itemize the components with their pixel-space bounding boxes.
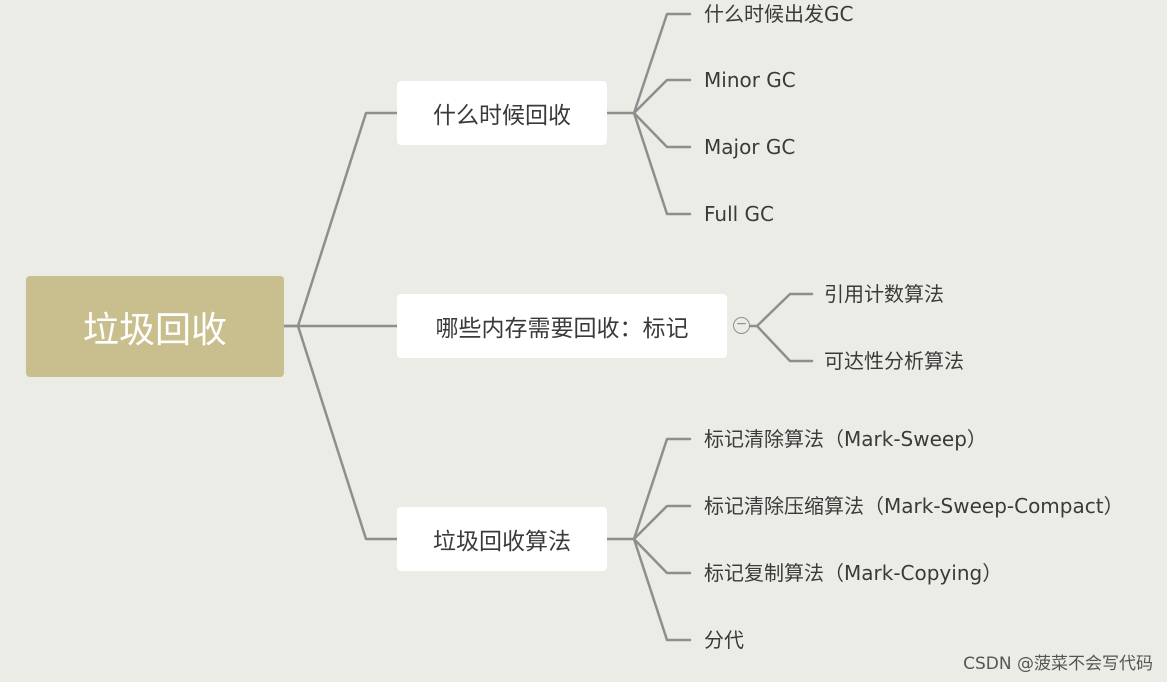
connector-b3-leaf-1 bbox=[605, 437, 692, 541]
leaf-node[interactable]: 标记清除压缩算法（Mark-Sweep-Compact） bbox=[704, 494, 1124, 518]
leaf-node[interactable]: 分代 bbox=[704, 628, 744, 652]
connector-root-branch-3 bbox=[296, 324, 399, 541]
connector-b1-leaf-1 bbox=[605, 12, 692, 115]
collapse-toggle-icon[interactable]: − bbox=[733, 317, 750, 334]
branch-node-what-to-collect[interactable]: 哪些内存需要回收：标记 bbox=[397, 294, 727, 358]
connector-b2-leaf-2 bbox=[755, 324, 814, 363]
watermark-text: CSDN @菠菜不会写代码 bbox=[963, 654, 1153, 674]
connector-b1-leaf-3 bbox=[632, 111, 692, 149]
leaf-node[interactable]: Major GC bbox=[704, 135, 796, 159]
leaf-node[interactable]: 标记复制算法（Mark-Copying） bbox=[704, 561, 1003, 585]
connector-b3-leaf-4 bbox=[632, 537, 692, 642]
connector-b1-leaf-4 bbox=[632, 111, 692, 216]
root-node[interactable]: 垃圾回收 bbox=[26, 276, 284, 377]
connector-b2-leaf-1 bbox=[748, 292, 814, 328]
connector-b1-leaf-2 bbox=[632, 78, 692, 115]
connector-b3-leaf-3 bbox=[632, 537, 692, 575]
leaf-node[interactable]: Minor GC bbox=[704, 68, 796, 92]
leaf-node[interactable]: 标记清除算法（Mark-Sweep） bbox=[704, 427, 987, 451]
connector-root-branch-1 bbox=[282, 111, 399, 328]
leaf-node[interactable]: Full GC bbox=[704, 202, 775, 226]
leaf-node[interactable]: 什么时候出发GC bbox=[704, 2, 854, 26]
leaf-node[interactable]: 引用计数算法 bbox=[824, 282, 944, 306]
branch-node-gc-algorithms[interactable]: 垃圾回收算法 bbox=[397, 507, 607, 571]
connector-b3-leaf-2 bbox=[632, 504, 692, 541]
branch-node-when-collect[interactable]: 什么时候回收 bbox=[397, 81, 607, 145]
leaf-node[interactable]: 可达性分析算法 bbox=[824, 349, 964, 373]
